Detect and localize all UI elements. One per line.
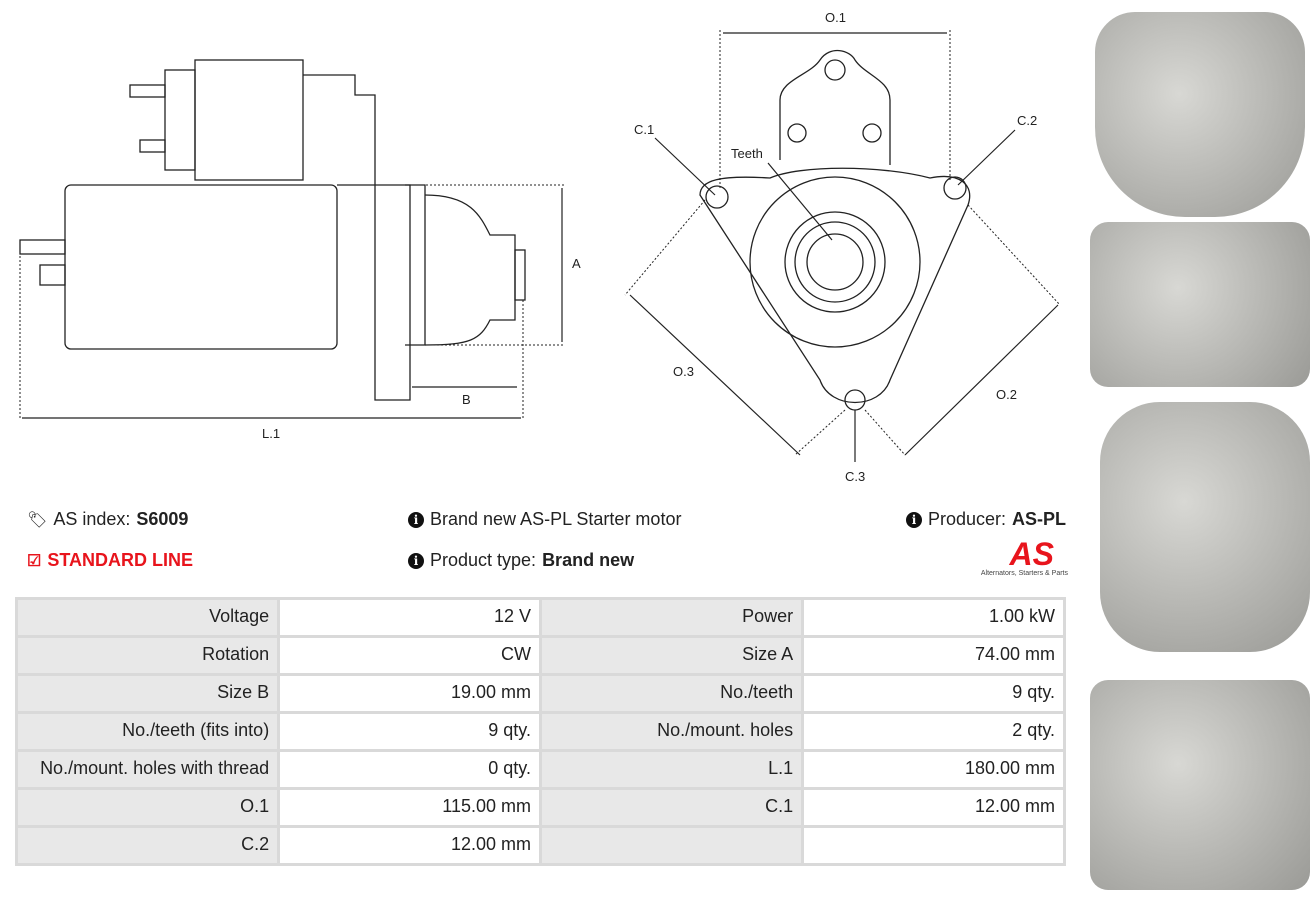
tags-icon: 🏷 bbox=[27, 511, 48, 529]
teeth-label: Teeth bbox=[731, 146, 763, 161]
spec-label: Size A bbox=[538, 635, 805, 676]
spec-label: Voltage bbox=[14, 597, 281, 638]
spec-label: L.1 bbox=[538, 749, 805, 790]
spec-label bbox=[538, 825, 805, 866]
spec-value: 12.00 mm bbox=[277, 825, 542, 866]
logo-mark: AS bbox=[1009, 536, 1054, 572]
spec-label: Power bbox=[538, 597, 805, 638]
as-index-label: AS index: bbox=[53, 509, 131, 529]
spec-value: 19.00 mm bbox=[277, 673, 542, 714]
spec-value: 115.00 mm bbox=[277, 787, 542, 828]
producer-label: Producer: bbox=[928, 509, 1007, 529]
as-index-value: S6009 bbox=[136, 509, 189, 529]
spec-label: No./mount. holes with thread bbox=[14, 749, 281, 790]
product-type-label: Product type: bbox=[430, 550, 537, 570]
spec-value: 0 qty. bbox=[277, 749, 542, 790]
description: i Brand new AS-PL Starter motor bbox=[408, 509, 681, 530]
dim-c2-label: C.2 bbox=[1017, 113, 1037, 128]
product-photo-side[interactable] bbox=[1090, 222, 1310, 387]
standard-line-label: STANDARD LINE bbox=[47, 550, 194, 570]
spec-value: 9 qty. bbox=[277, 711, 542, 752]
spec-label: No./mount. holes bbox=[538, 711, 805, 752]
spec-value: 12.00 mm bbox=[801, 787, 1066, 828]
info-icon: i bbox=[408, 552, 424, 569]
dim-c1-label: C.1 bbox=[634, 122, 654, 137]
spec-value: 74.00 mm bbox=[801, 635, 1066, 676]
product-photo-back[interactable] bbox=[1100, 402, 1310, 652]
spec-label: O.1 bbox=[14, 787, 281, 828]
info-icon: i bbox=[408, 511, 424, 528]
technical-drawing: A B L.1 O.1 C.1 C.2 Teeth O.3 O.2 C.3 bbox=[19, 10, 1061, 484]
spec-value bbox=[801, 825, 1066, 866]
side-view-drawing bbox=[19, 59, 526, 401]
spec-value: 9 qty. bbox=[801, 673, 1066, 714]
spec-value: CW bbox=[277, 635, 542, 676]
dim-b-label: B bbox=[462, 392, 471, 407]
spec-value: 12 V bbox=[277, 597, 542, 638]
spec-value: 2 qty. bbox=[801, 711, 1066, 752]
dim-l1-label: L.1 bbox=[262, 426, 280, 441]
spec-label: Size B bbox=[14, 673, 281, 714]
standard-line: ☑ STANDARD LINE bbox=[27, 550, 193, 571]
checkbox-icon: ☑ bbox=[27, 552, 42, 570]
info-icon: i bbox=[906, 511, 922, 528]
product-type-value: Brand new bbox=[542, 550, 635, 570]
dim-c3-label: C.3 bbox=[845, 469, 865, 484]
spec-label: No./teeth bbox=[538, 673, 805, 714]
dim-o3-label: O.3 bbox=[673, 364, 694, 379]
spec-value: 180.00 mm bbox=[801, 749, 1066, 790]
product-photo-side-2[interactable] bbox=[1090, 680, 1310, 890]
spec-label: Rotation bbox=[14, 635, 281, 676]
as-pl-logo: AS Alternators, Starters & Parts bbox=[962, 538, 1068, 577]
spec-label: C.2 bbox=[14, 825, 281, 866]
producer-value: AS-PL bbox=[1012, 509, 1067, 529]
table-row: No./teeth (fits into)9 qty.No./mount. ho… bbox=[14, 711, 1066, 752]
spec-label: C.1 bbox=[538, 787, 805, 828]
dim-a-label: A bbox=[572, 256, 581, 271]
description-text: Brand new AS-PL Starter motor bbox=[430, 509, 682, 529]
as-index: 🏷 AS index: S6009 bbox=[27, 509, 188, 530]
spec-value: 1.00 kW bbox=[801, 597, 1066, 638]
product-type: i Product type: Brand new bbox=[408, 550, 634, 571]
logo-tagline: Alternators, Starters & Parts bbox=[980, 570, 1068, 577]
product-photo-front[interactable] bbox=[1095, 12, 1305, 217]
dim-o1-label: O.1 bbox=[825, 10, 846, 25]
spec-label: No./teeth (fits into) bbox=[14, 711, 281, 752]
dim-o2-label: O.2 bbox=[996, 387, 1017, 402]
producer: i Producer: AS-PL bbox=[906, 509, 1066, 530]
front-view-drawing bbox=[699, 49, 971, 411]
